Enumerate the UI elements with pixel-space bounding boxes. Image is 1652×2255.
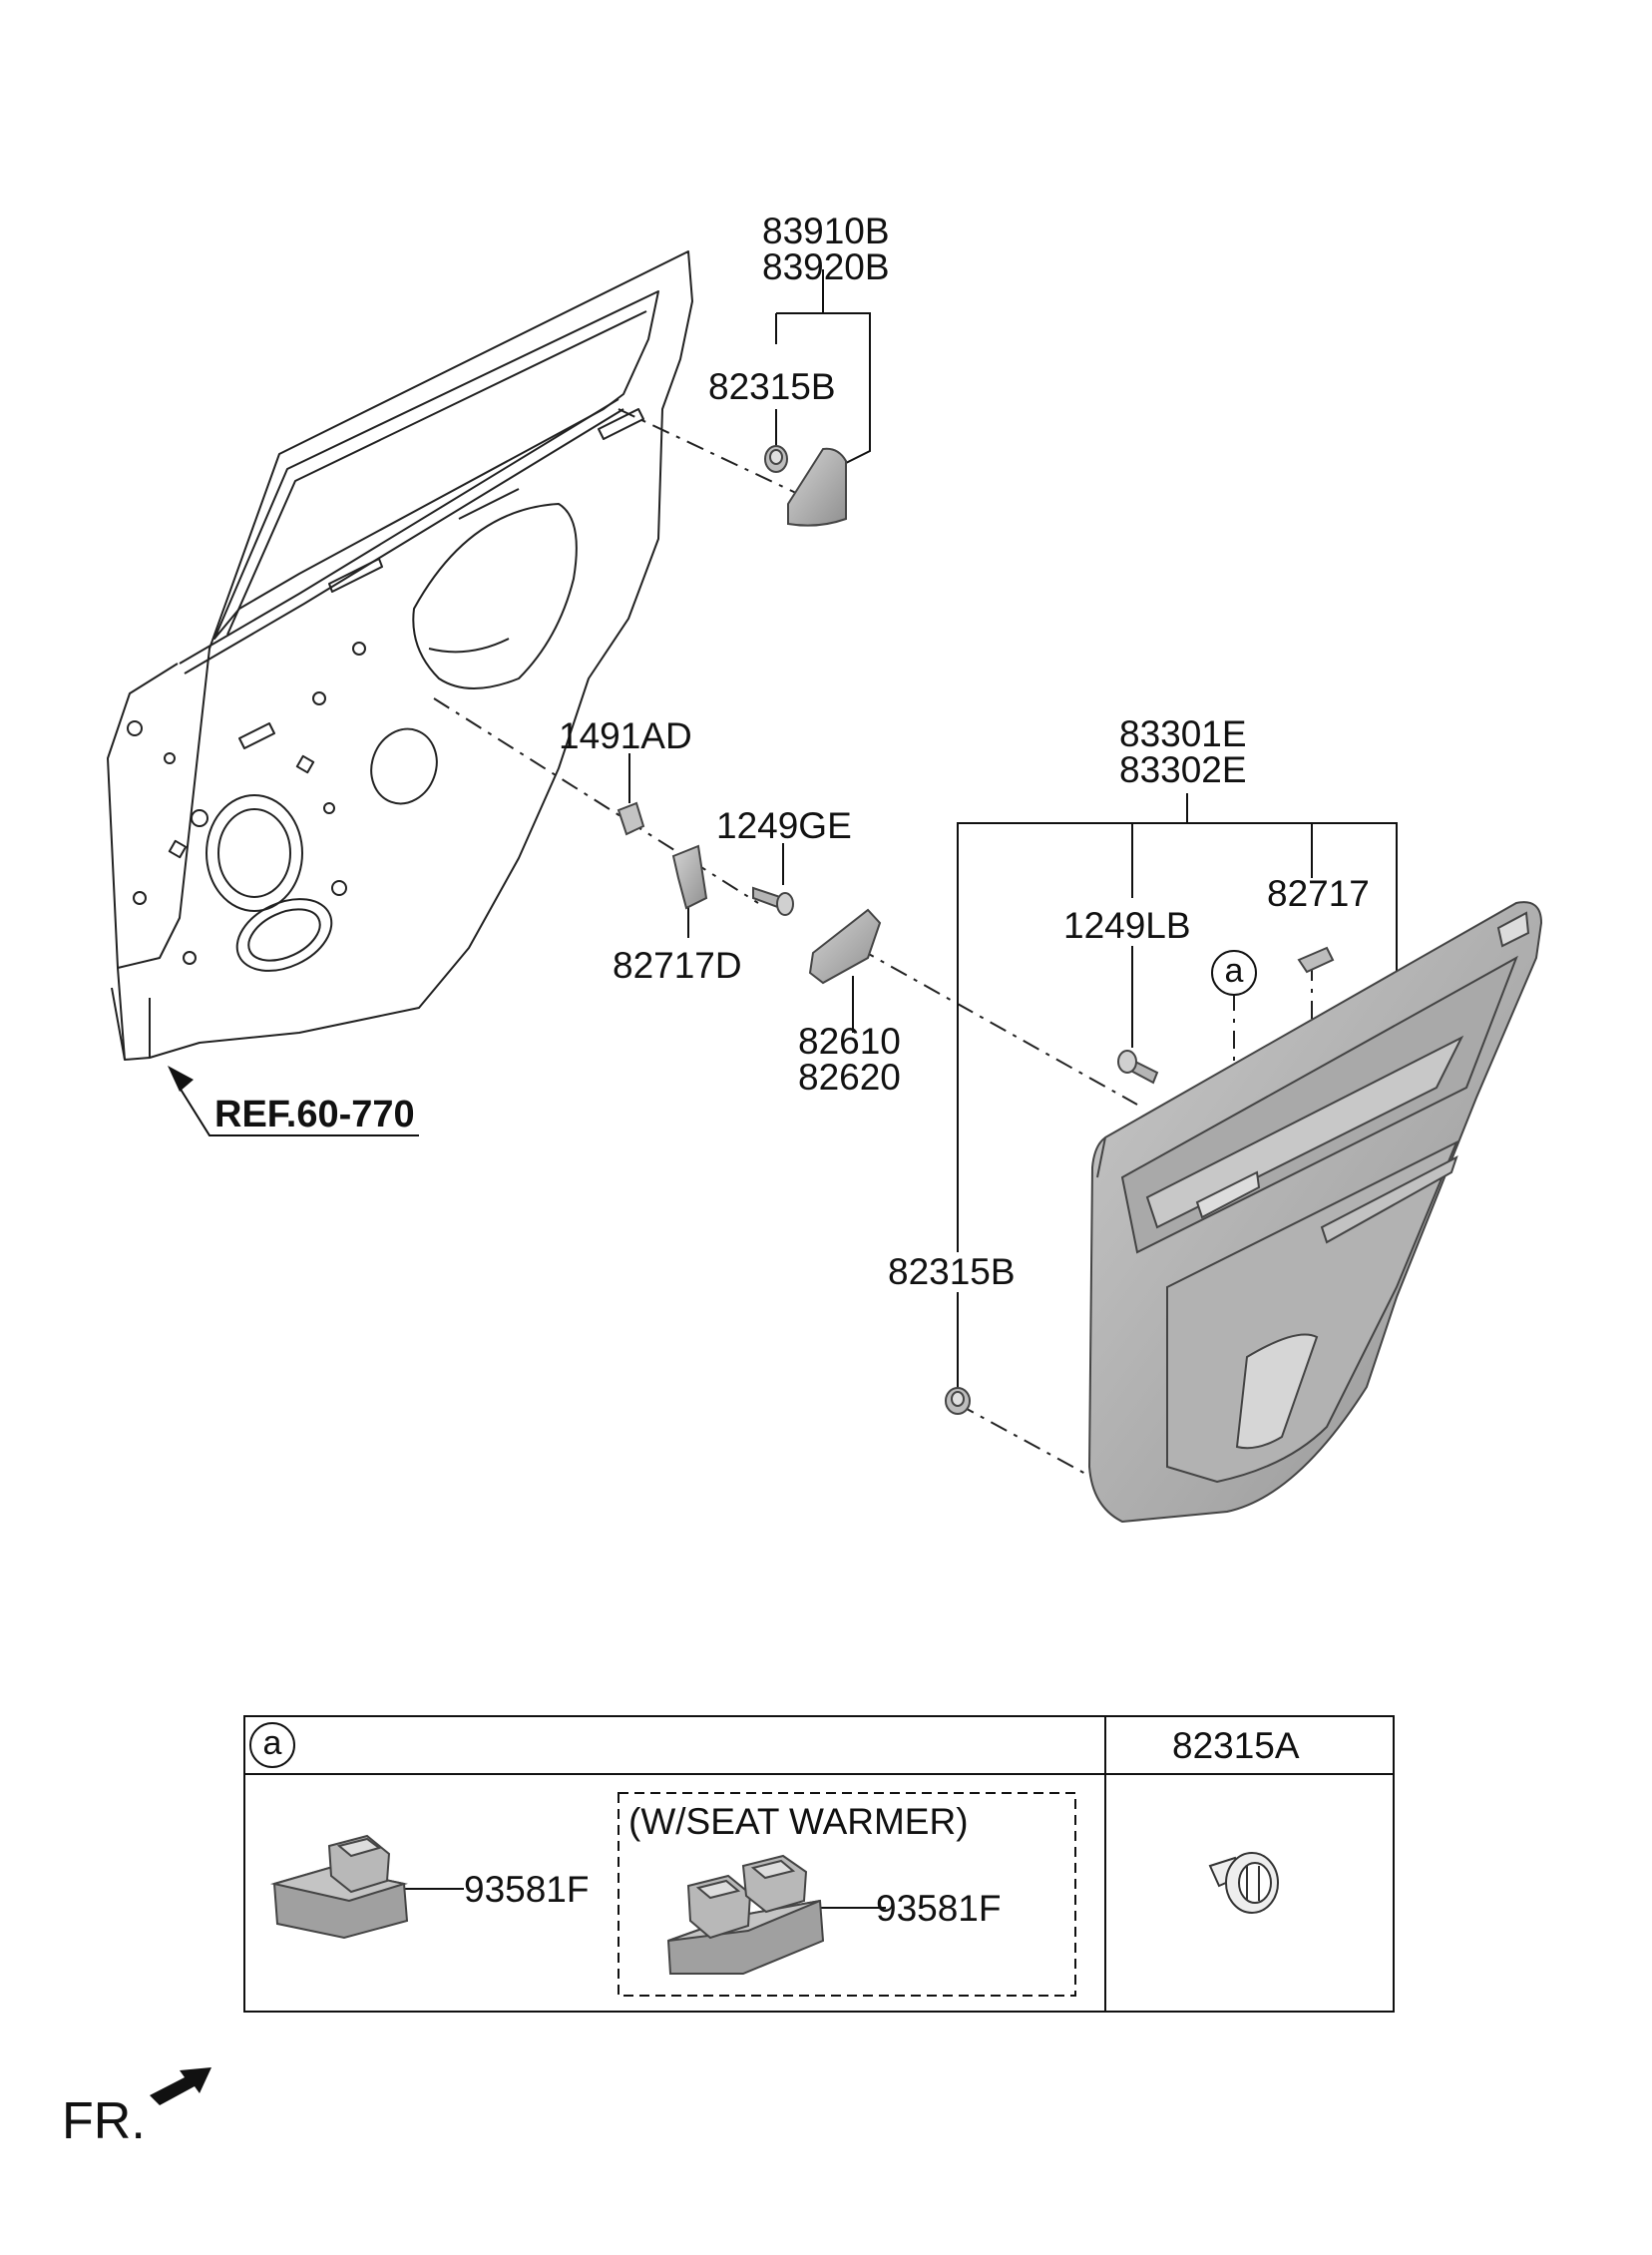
front-indicator: FR. (62, 2092, 146, 2150)
clip-panel-part (1297, 946, 1335, 974)
label-82610: 82610 (798, 1021, 901, 1062)
label-82315b-upper: 82315B (708, 366, 836, 407)
label-83910b: 83910B (762, 211, 890, 251)
label-1249ge: 1249GE (716, 805, 852, 846)
table-header-part: 82315A (1172, 1725, 1300, 1766)
label-83920b: 83920B (762, 246, 890, 287)
options-table-lines (243, 1715, 1395, 2013)
label-82717: 82717 (1267, 873, 1370, 914)
seat-warmer-title: (W/SEAT WARMER) (628, 1801, 969, 1842)
label-93581f-seat-warmer: 93581F (876, 1888, 1002, 1929)
label-93581f: 93581F (464, 1869, 590, 1910)
callout-marker: a (1211, 950, 1257, 996)
clip-upper-part (764, 445, 788, 473)
label-83301e: 83301E (1119, 713, 1247, 754)
glass-trim-part (787, 447, 847, 527)
label-82620: 82620 (798, 1057, 901, 1098)
callout-lines (179, 269, 1398, 1392)
seat-warmer-switch-part (666, 1854, 825, 1975)
label-83302e: 83302E (1119, 749, 1247, 790)
bracket-part (671, 844, 708, 910)
trim-panel-part (1087, 901, 1543, 1524)
retainer-part (617, 801, 645, 836)
inside-handle-part (808, 908, 882, 985)
table-marker: a (249, 1722, 295, 1768)
screw-upper-part (752, 886, 794, 916)
label-82717d: 82717D (613, 945, 742, 986)
ref-arrowhead (168, 1066, 194, 1092)
screw-panel-part (1117, 1050, 1159, 1085)
reference-label: REF.60-770 (214, 1094, 415, 1135)
front-arrow-icon (150, 2067, 211, 2105)
clip-lower-part (945, 1387, 971, 1415)
door-frame (107, 250, 693, 1061)
label-1249lb: 1249LB (1063, 905, 1191, 946)
label-82315b-lower: 82315B (888, 1251, 1016, 1292)
window-switch-part (270, 1834, 409, 1940)
clip-82315a-part (1208, 1852, 1279, 1914)
label-1491ad: 1491AD (559, 715, 692, 756)
